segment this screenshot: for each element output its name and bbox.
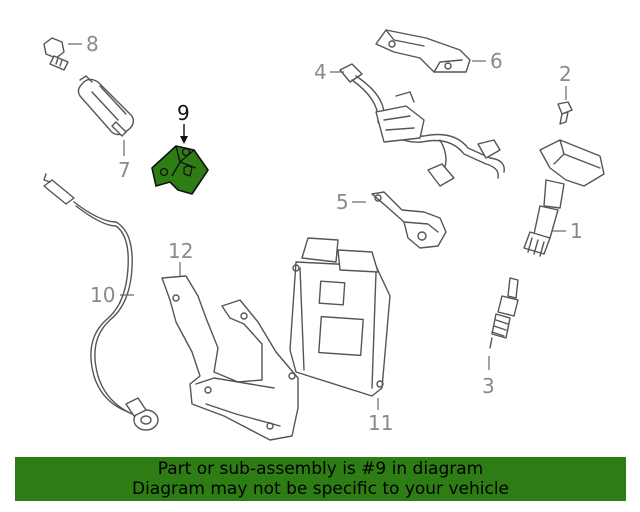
callout-2[interactable]: 2 (559, 62, 572, 86)
part-2-bolt[interactable] (557, 101, 573, 125)
callout-8[interactable]: 8 (86, 32, 99, 56)
callout-4[interactable]: 4 (314, 60, 327, 84)
callout-10[interactable]: 10 (90, 283, 115, 307)
part-7-injector[interactable] (77, 75, 135, 137)
part-1-ignition-coil[interactable] (523, 139, 605, 257)
callout-6[interactable]: 6 (490, 49, 503, 73)
part-12-bracket[interactable] (161, 275, 299, 441)
part-11-ecu[interactable] (289, 237, 391, 397)
callout-3[interactable]: 3 (482, 374, 495, 398)
callout-11[interactable]: 11 (368, 411, 393, 435)
part-6-bracket[interactable] (375, 29, 471, 73)
banner-line-2: Diagram may not be specific to your vehi… (131, 479, 509, 499)
callout-9[interactable]: 9 (177, 101, 190, 125)
callout-7[interactable]: 7 (118, 158, 131, 182)
part-8-bolt[interactable] (43, 37, 69, 71)
part-4-harness[interactable] (339, 63, 505, 187)
part-3-spark-plug[interactable] (489, 277, 519, 349)
banner-line-1: Part or sub-assembly is #9 in diagram (157, 459, 484, 479)
part-5-bracket[interactable] (371, 191, 447, 249)
part-9-bracket[interactable] (151, 145, 209, 195)
callout-1[interactable]: 1 (570, 219, 583, 243)
parts-diagram: 8 7 9 10 12 (43, 29, 605, 441)
callout-12[interactable]: 12 (168, 239, 193, 263)
callout-5[interactable]: 5 (336, 190, 349, 214)
notice-banner: Part or sub-assembly is #9 in diagram Di… (15, 457, 626, 501)
part-10-sensor[interactable] (43, 173, 159, 431)
